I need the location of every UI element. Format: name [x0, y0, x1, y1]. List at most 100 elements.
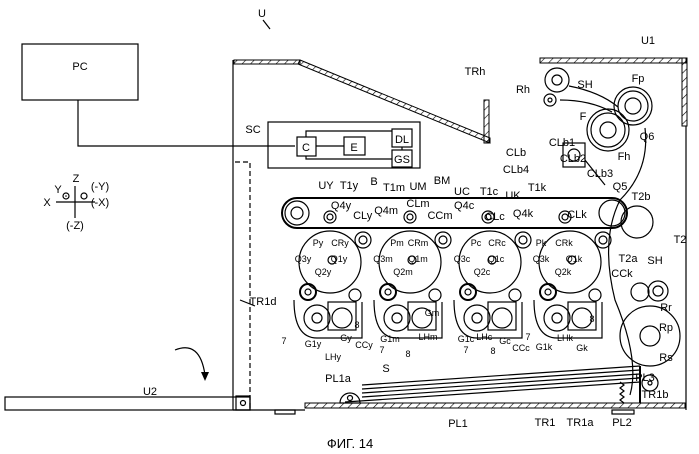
reference-label: Q4k — [513, 208, 534, 220]
reference-label: T1y — [340, 180, 359, 192]
reference-label: S — [382, 363, 389, 375]
reference-label: G1c — [458, 334, 475, 344]
reference-label: CCk — [611, 268, 633, 280]
reference-label: Q3m — [373, 254, 393, 264]
developing-roller — [540, 284, 556, 300]
reference-label: U — [258, 8, 266, 20]
reference-label: X — [43, 197, 51, 209]
reference-label: Fh — [618, 151, 631, 163]
reference-label: Q1y — [331, 254, 348, 264]
reference-label: Q1c — [488, 254, 505, 264]
reference-label: Rh — [516, 84, 530, 96]
reference-label: PL1a — [325, 373, 352, 385]
reference-label: SC — [245, 124, 260, 136]
reference-label: DL — [395, 134, 409, 146]
reference-label: 7 — [463, 345, 468, 355]
reference-label: GS — [394, 154, 410, 166]
reference-label: Gm — [425, 308, 440, 318]
reference-label: Q1k — [566, 254, 583, 264]
tray-hinge — [236, 396, 250, 410]
tray-u2 — [5, 397, 250, 410]
reference-label: 8 — [354, 320, 359, 330]
reference-label: TR1 — [535, 417, 556, 429]
reference-label: Q4m — [374, 205, 398, 217]
reference-label: CLb3 — [587, 168, 613, 180]
developer-auger — [384, 305, 410, 331]
reference-label: CCy — [355, 340, 373, 350]
fuser-section — [544, 68, 652, 395]
reference-labels: UPCTRhU1RhSHFpFFhQ6CLb1CLbCLb2CLb4CLb3Q5… — [43, 8, 686, 430]
reference-label: T1k — [528, 182, 547, 194]
reference-label: 8 — [405, 349, 410, 359]
cleaner-roller — [355, 232, 371, 248]
reference-label: C — [302, 142, 310, 154]
reference-label: SH — [647, 255, 662, 267]
reference-label: CRy — [331, 238, 349, 248]
reference-label: (-Z) — [66, 220, 84, 232]
reference-label: Fp — [632, 73, 645, 85]
reference-label: Rs — [659, 352, 673, 364]
reference-label: UM — [409, 181, 426, 193]
reference-label: T1m — [383, 182, 405, 194]
developer-auger — [304, 305, 330, 331]
reference-label: Q2m — [393, 267, 413, 277]
reference-label: CLm — [406, 198, 429, 210]
pc-connection-line — [78, 100, 295, 146]
reference-label: 8 — [490, 346, 495, 356]
reference-label: Rr — [660, 302, 672, 314]
reference-label: Q3c — [454, 254, 471, 264]
reference-label: 7 — [525, 332, 530, 342]
reference-label: TR1b — [642, 389, 669, 401]
reference-label: CCm — [427, 210, 452, 222]
reference-label: G1k — [536, 342, 553, 352]
reference-label: Q2y — [315, 267, 332, 277]
reference-label: B — [370, 176, 377, 188]
reference-label: CLk — [567, 209, 587, 221]
reference-label: CRc — [488, 238, 506, 248]
reference-label: G1y — [305, 339, 322, 349]
reference-label: UK — [505, 190, 521, 202]
reference-label: CLc — [485, 211, 505, 223]
reference-label: CLb1 — [549, 137, 575, 149]
reference-label: TRh — [465, 66, 486, 78]
reference-label: LHk — [557, 333, 574, 343]
reference-label: Q3k — [533, 254, 550, 264]
coordinate-axes — [56, 186, 95, 218]
reference-label: Py — [313, 238, 324, 248]
reference-label: Q2k — [555, 267, 572, 277]
reference-label: Q4c — [454, 200, 475, 212]
door-tr1d-dashed — [235, 162, 250, 410]
reference-label: UY — [318, 180, 334, 192]
reference-label: CLb — [506, 147, 526, 159]
reference-label: Z — [73, 173, 80, 185]
reference-label: 8 — [589, 314, 594, 324]
reference-label: UC — [454, 186, 470, 198]
reference-label: Q2c — [474, 267, 491, 277]
developer-auger — [464, 305, 490, 331]
reference-label: Pm — [390, 238, 404, 248]
reference-label: CCc — [512, 343, 530, 353]
cleaner-roller — [515, 232, 531, 248]
reference-label: TR1d — [250, 296, 277, 308]
reference-label: CLb4 — [503, 164, 529, 176]
reference-label: CRk — [555, 238, 573, 248]
developing-roller — [300, 284, 316, 300]
reference-label: U2 — [143, 386, 157, 398]
reference-label: Gy — [340, 333, 352, 343]
reference-label: E — [350, 142, 357, 154]
reference-label: PC — [72, 61, 87, 73]
reference-label: Gk — [576, 343, 588, 353]
reference-label: T1c — [480, 186, 499, 198]
figure-caption: ФИГ. 14 — [327, 436, 373, 451]
reference-label: T2 — [674, 234, 687, 246]
developing-roller — [460, 284, 476, 300]
reference-label: CRm — [408, 238, 429, 248]
reference-label: LHm — [418, 332, 437, 342]
reference-label: (-X) — [91, 197, 109, 209]
u-arrow — [263, 20, 270, 29]
reference-label: TR1a — [567, 417, 595, 429]
reference-label: Q4y — [331, 200, 352, 212]
reference-label: Y — [54, 184, 62, 196]
reference-label: U1 — [641, 35, 655, 47]
reference-label: Pc — [471, 238, 482, 248]
